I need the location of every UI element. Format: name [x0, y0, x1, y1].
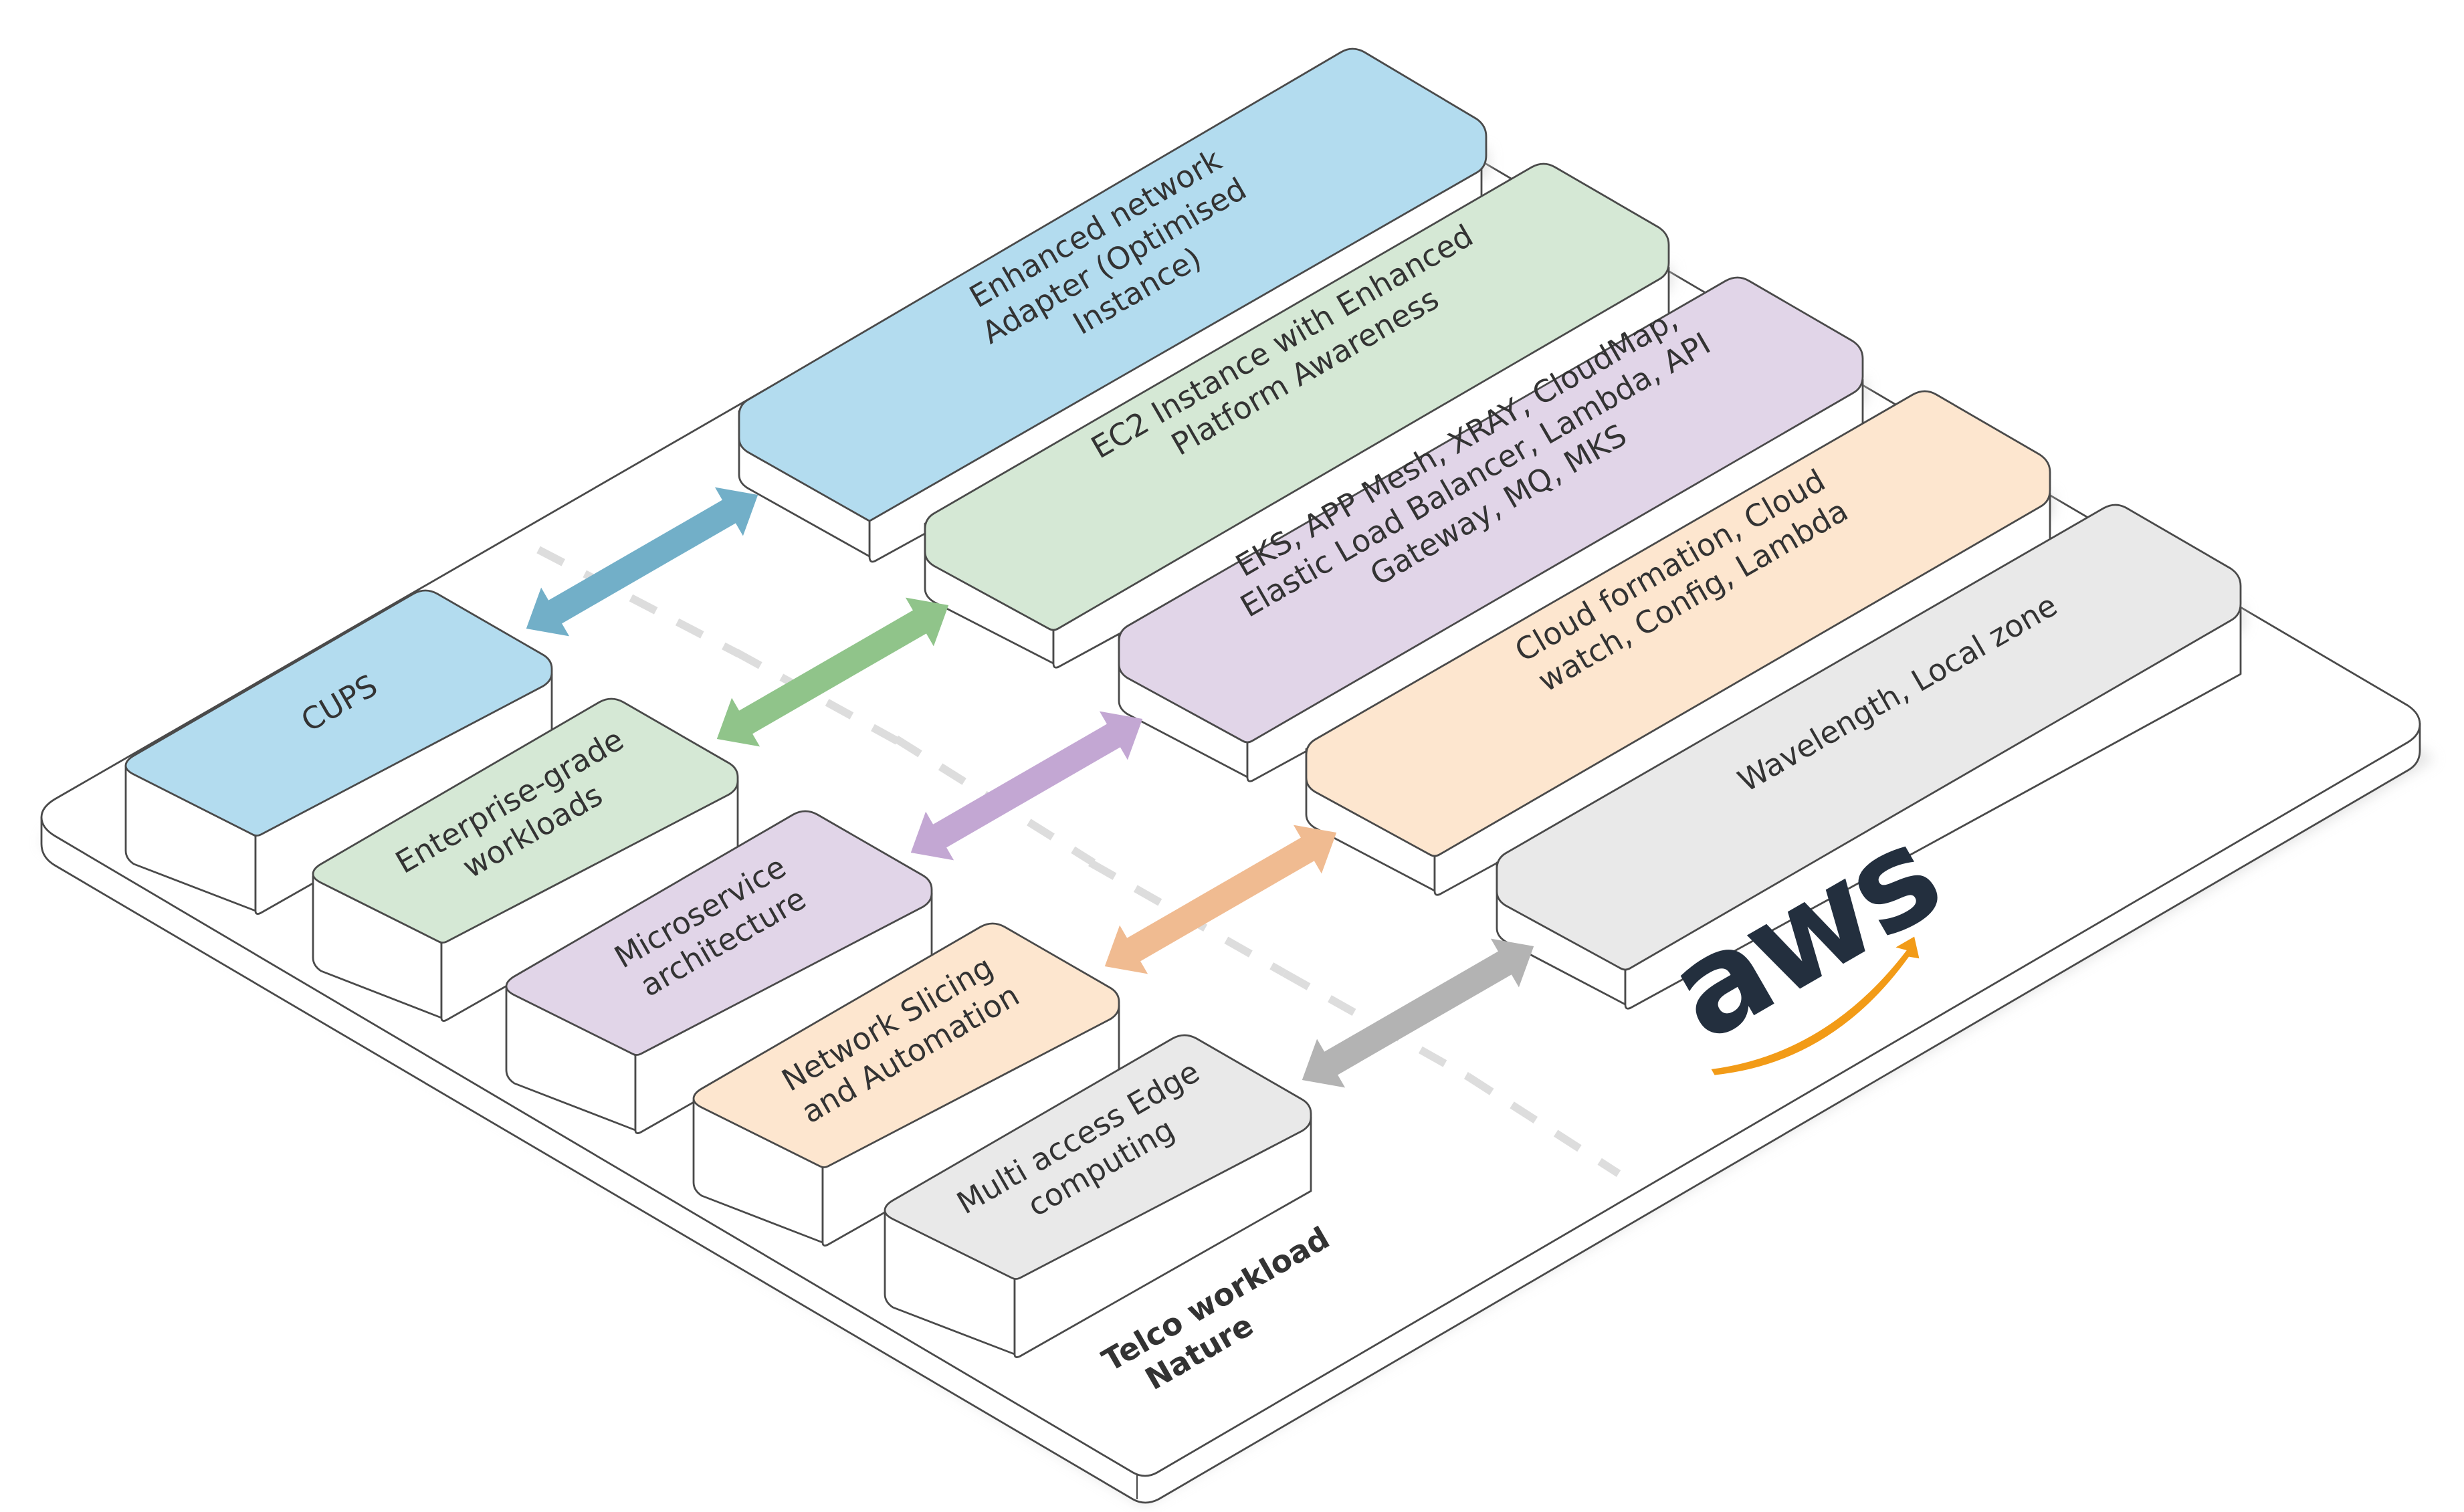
block-side [1624, 606, 2242, 1010]
double-arrow-shape [1302, 938, 1534, 1088]
double-arrow-shape [526, 487, 758, 637]
block-network-slicing: Network Slicing and Automation [692, 922, 1120, 1247]
block-top [1496, 504, 2242, 971]
block-front [505, 987, 637, 1131]
double-arrow-purple [910, 711, 1143, 861]
block-top [692, 922, 1120, 1168]
double-arrow-orange [1104, 825, 1337, 974]
double-arrow-blue [526, 487, 758, 637]
block-side [1013, 1116, 1312, 1358]
block-top [924, 163, 1670, 631]
double-arrow-grey [1302, 938, 1534, 1088]
double-arrow-shape [1104, 825, 1337, 974]
block-top [1118, 276, 1864, 744]
block-top [738, 47, 1487, 522]
block-front [692, 1099, 824, 1244]
block-front [124, 764, 257, 912]
double-arrow-green [716, 597, 949, 747]
block-multi-access-edge: Multi access Edge computing [884, 1034, 1312, 1358]
block-ec2-instance: EC2 Instance with Enhanced Platform Awar… [924, 163, 1672, 669]
block-cups: CUPS [124, 589, 553, 915]
block-top [884, 1034, 1312, 1280]
dashed-guide-line [536, 546, 741, 658]
connector-arrows [526, 487, 1534, 1088]
block-front [312, 875, 443, 1019]
left-blocks: CUPS Enterprise-grade workloads Microser… [124, 589, 1312, 1358]
right-blocks: Enhanced network Adapter (Optimised Inst… [738, 47, 2244, 1010]
block-microservice: Microservice architecture [505, 810, 933, 1134]
block-top [1305, 390, 2051, 857]
double-arrow-shape [716, 597, 949, 747]
block-top [505, 810, 933, 1056]
block-enhanced-network-adapter: Enhanced network Adapter (Optimised Inst… [738, 47, 1488, 563]
block-top [312, 697, 739, 944]
double-arrow-shape [910, 711, 1143, 861]
block-front [884, 1210, 1016, 1356]
block-top [124, 589, 553, 837]
